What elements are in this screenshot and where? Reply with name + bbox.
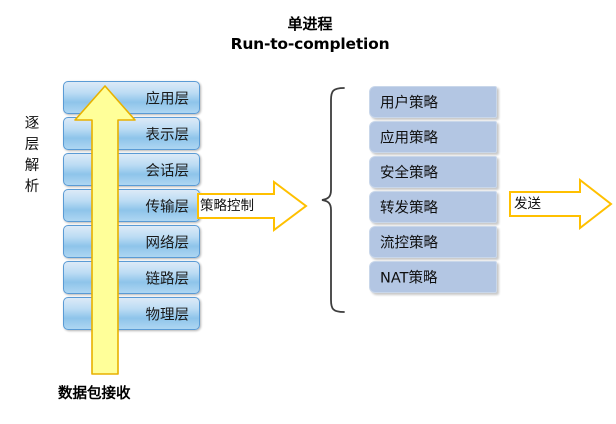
osi-layer-label: 链路层 [145,271,190,287]
policy-list: 用户策略 应用策略 安全策略 转发策略 流控策略 NAT策略 [369,86,497,296]
policy-item-label: 流控策略 [380,235,438,252]
upward-arrow-label: 逐 层 解 析 [0,114,64,198]
page-title: 单进程 Run-to-completion [150,14,470,54]
policy-item[interactable]: 转发策略 [369,191,497,223]
policy-item-label: 转发策略 [380,200,438,217]
osi-layer-label: 应用层 [145,91,190,107]
policy-item[interactable]: 安全策略 [369,156,497,188]
osi-layer-box[interactable]: 会话层 [63,153,200,186]
policy-item[interactable]: NAT策略 [369,261,497,293]
title-line-1: 单进程 [287,15,333,33]
osi-layer-label: 网络层 [145,235,190,251]
policy-item-label: 用户策略 [380,95,438,112]
title-line-2: Run-to-completion [230,35,390,53]
osi-layer-box[interactable]: 链路层 [63,261,200,294]
osi-layer-label: 表示层 [145,127,190,143]
packet-receive-caption: 数据包接收 [58,386,131,402]
send-arrow-label: 发送 [514,196,541,212]
policy-item-label: 应用策略 [380,130,438,147]
arrow-char: 析 [24,179,40,195]
policy-item[interactable]: 用户策略 [369,86,497,118]
send-arrow-icon [508,177,613,231]
policy-control-arrow-icon [196,180,308,232]
policy-control-arrow-label: 策略控制 [200,198,254,214]
osi-layer-label: 会话层 [145,163,190,179]
curly-brace-icon [320,86,346,314]
policy-item[interactable]: 应用策略 [369,121,497,153]
osi-layer-label: 传输层 [145,199,190,215]
osi-layer-box[interactable]: 表示层 [63,117,200,150]
policy-item-label: NAT策略 [380,270,438,287]
policy-item[interactable]: 流控策略 [369,226,497,258]
policy-item-label: 安全策略 [380,165,438,182]
osi-layer-box[interactable]: 物理层 [63,297,200,330]
arrow-char: 逐 [24,116,40,132]
osi-layer-box[interactable]: 网络层 [63,225,200,258]
osi-layer-box[interactable]: 传输层 [63,189,200,222]
osi-layer-stack: 应用层 表示层 会话层 传输层 网络层 链路层 物理层 [63,81,200,333]
upward-arrow-icon [73,84,137,376]
arrow-char: 层 [24,137,40,153]
arrow-char: 解 [24,158,40,174]
osi-layer-label: 物理层 [145,307,190,323]
